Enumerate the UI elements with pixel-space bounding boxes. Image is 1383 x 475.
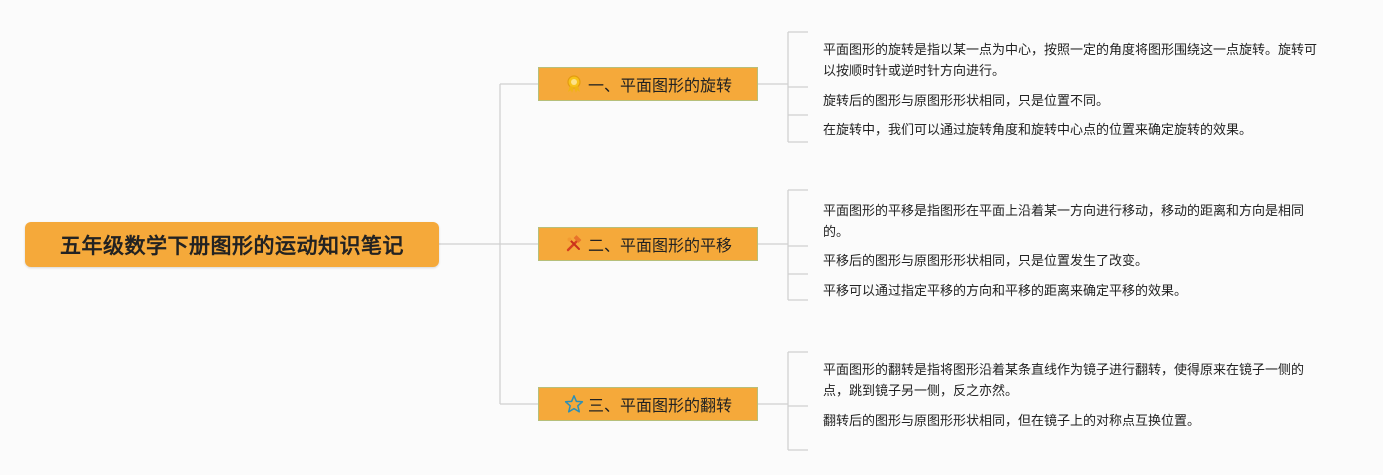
tools-icon [564,234,584,254]
leaf-flip-symmetry: 翻转后的图形与原图形形状相同，但在镜子上的对称点互换位置。 [823,414,1201,429]
leaf-rotation-definition: 平面图形的旋转是指以某一点为中心，按照一定的角度将图形围绕这一点旋转。旋转可以按… [823,43,1318,79]
leaf-flip-definition: 平面图形的翻转是指将图形沿着某条直线作为镜子进行翻转，使得原来在镜子一侧的点，跳… [823,363,1305,399]
leaf-rotation-shape: 旋转后的图形与原图形形状相同，只是位置不同。 [823,94,1110,109]
leaf-translation-effect: 平移可以通过指定平移的方向和平移的距离来确定平移的效果。 [823,284,1188,299]
leaf-rotation-effect: 在旋转中，我们可以通过旋转角度和旋转中心点的位置来确定旋转的效果。 [823,123,1253,138]
branch-rotation[interactable]: 一、平面图形的旋转 [538,67,758,101]
branch-translation[interactable]: 二、平面图形的平移 [538,227,758,261]
medal-icon [564,74,584,94]
branch-rotation-label: 一、平面图形的旋转 [587,76,732,95]
root-topic[interactable]: 五年级数学下册图形的运动知识笔记 [25,222,439,267]
root-topic-title: 五年级数学下册图形的运动知识笔记 [60,233,404,258]
branch-translation-label: 二、平面图形的平移 [587,236,732,255]
leaf-translation-definition: 平面图形的平移是指图形在平面上沿着某一方向进行移动，移动的距离和方向是相同的。 [823,204,1305,240]
star-icon [564,394,584,414]
branch-flip[interactable]: 三、平面图形的翻转 [538,387,758,421]
branch-flip-label: 三、平面图形的翻转 [587,396,732,415]
leaf-translation-shape: 平移后的图形与原图形形状相同，只是位置发生了改变。 [823,254,1149,269]
